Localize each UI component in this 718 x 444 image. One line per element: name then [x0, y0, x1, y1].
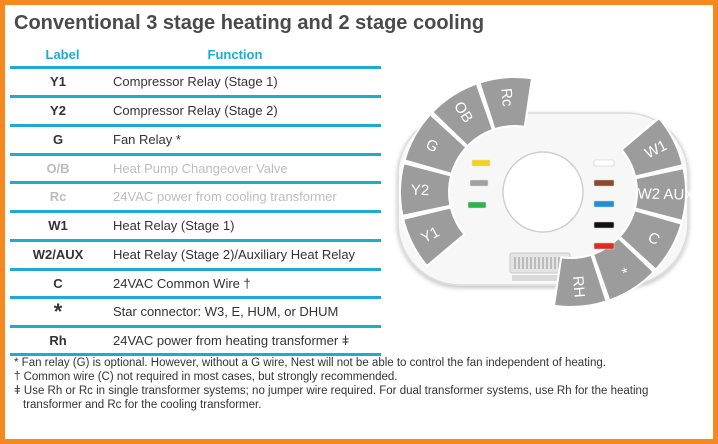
terminal-label: Y1: [418, 223, 442, 246]
table-row: O/B Heat Pump Changeover Valve: [10, 156, 381, 181]
row-label: Rc: [49, 189, 67, 204]
row-label: Y2: [50, 103, 66, 118]
table-rule: [10, 268, 381, 271]
wire-y1: [471, 159, 491, 167]
footnote-transformer: ǂ Use Rh or Rc in single transformer sys…: [14, 385, 649, 397]
wire-g: [467, 201, 487, 209]
table-rule: [10, 66, 381, 69]
row-label: *: [53, 299, 63, 324]
table-rule: [10, 210, 381, 213]
terminal-label: Y2: [411, 182, 430, 199]
connector-lip: [512, 275, 568, 281]
table-row: Y1 Compressor Relay (Stage 1): [10, 69, 381, 94]
terminal-rc-left: [478, 76, 534, 131]
terminal-g-left: [403, 112, 468, 176]
row-function: Compressor Relay (Stage 1): [113, 74, 278, 89]
row-function: Heat Relay (Stage 2)/Auxiliary Heat Rela…: [113, 247, 356, 262]
table-rule: [10, 325, 381, 328]
table-rule: [10, 296, 381, 299]
table-row: G Fan Relay *: [10, 127, 381, 152]
wire-w2aux-right: [593, 179, 615, 187]
header-label: Label: [45, 47, 80, 62]
table-row: Y2 Compressor Relay (Stage 2): [10, 98, 381, 123]
terminal-w2aux-right: [633, 166, 687, 223]
row-label: Rh: [49, 333, 67, 348]
table-rule: [10, 95, 381, 98]
row-label: W1: [48, 218, 68, 233]
row-function: Heat Pump Changeover Valve: [113, 161, 288, 176]
terminal-ob-left: [430, 82, 495, 148]
table-row: C 24VAC Common Wire †: [10, 271, 381, 296]
terminal--right: [591, 236, 656, 302]
row-function: 24VAC power from cooling transformer: [113, 189, 337, 204]
terminal-label: Rc: [497, 88, 516, 108]
header-function: Function: [207, 47, 263, 62]
row-label: W2/AUX: [32, 247, 84, 262]
footnote-common: † Common wire (C) not required in most c…: [14, 371, 398, 383]
row-label: Y1: [50, 74, 66, 89]
wire-w1-right: [593, 159, 615, 167]
row-label: G: [52, 132, 64, 147]
row-label: O/B: [46, 161, 70, 176]
wire-c-right: [593, 200, 615, 208]
row-label: C: [53, 276, 63, 291]
row-function: Fan Relay *: [113, 132, 181, 147]
terminal-y1-left: [401, 206, 466, 268]
table-rule: [10, 124, 381, 127]
table-row: * Star connector: W3, E, HUM, or DHUM: [10, 299, 381, 324]
terminal-c-right: [618, 208, 683, 272]
terminal-y2-left: [399, 161, 453, 218]
page-title: Conventional 3 stage heating and 2 stage…: [14, 12, 485, 34]
table-rule: [10, 353, 381, 356]
row-function: Heat Relay (Stage 1): [113, 218, 235, 233]
row-function: 24VAC power from heating transformer ǂ: [113, 333, 350, 348]
wire--right: [593, 221, 615, 229]
center-hole: [502, 151, 584, 233]
table-row: W2/AUX Heat Relay (Stage 2)/Auxiliary He…: [10, 242, 381, 267]
table-rule: [10, 181, 381, 184]
row-function: 24VAC Common Wire †: [113, 276, 251, 291]
terminal-label: W2 AUX: [637, 185, 694, 203]
footnote-transformer-cont: transformer and Rc for the cooling trans…: [23, 399, 262, 411]
terminal-rh-right: [552, 253, 608, 308]
table-rule: [10, 153, 381, 156]
table-row: Rc 24VAC power from cooling transformer: [10, 184, 381, 209]
row-function: Star connector: W3, E, HUM, or DHUM: [113, 304, 339, 319]
footnotes: * Fan relay (G) is optional. However, wi…: [14, 356, 704, 412]
wire-rh-right: [593, 242, 615, 250]
table-row: Rh 24VAC power from heating transformer …: [10, 328, 381, 353]
footnote-fan: * Fan relay (G) is optional. However, wi…: [14, 357, 606, 369]
row-function: Compressor Relay (Stage 2): [113, 103, 278, 118]
table-rule: [10, 239, 381, 242]
terminal-w1-right: [620, 116, 685, 178]
terminal-label: RH: [569, 275, 588, 298]
wire-y2: [469, 179, 489, 187]
table-row: W1 Heat Relay (Stage 1): [10, 213, 381, 238]
